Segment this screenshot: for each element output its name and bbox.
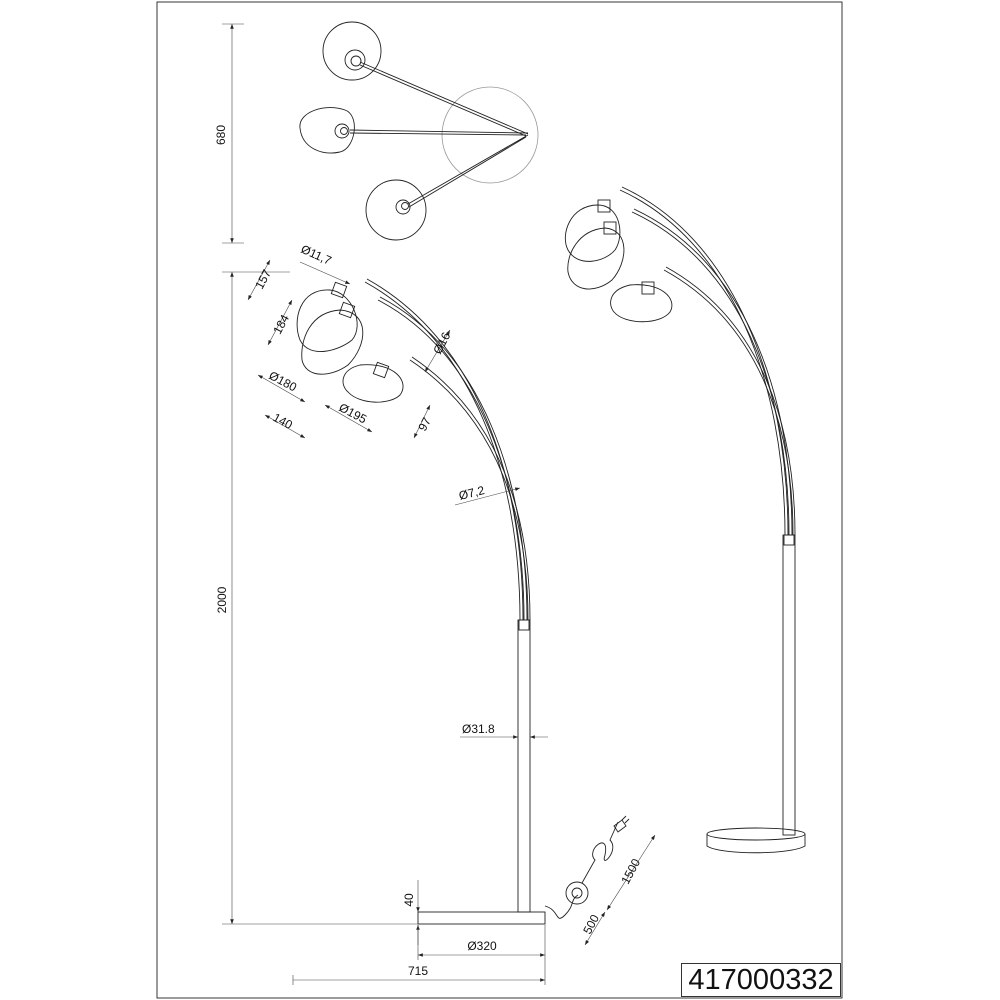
product-code: 417000332 [681,963,841,997]
sheet-frame [156,1,843,999]
foot-switch [565,881,589,905]
shade-1 [296,289,358,352]
shade-3 [342,364,404,403]
plug-icon [613,815,630,833]
dim-pole-diameter: Ø31.8 [462,722,495,736]
dim-shade-b-diameter: Ø180 [267,368,300,394]
dim-shade-a-height: 157 [252,267,274,292]
side-view-dimensioned: 2000 Ø11,7 157 184 Ø16 Ø180 140 Ø195 97 … [215,242,656,985]
shade-top-3 [365,179,427,241]
arm-1 [364,281,521,621]
dim-cable-plug: 1500 [618,856,643,886]
dim-total-width: 715 [408,964,428,978]
shade-2 [301,309,364,375]
shade-top-2 [299,107,355,154]
dim-shade-c-height: 97 [415,415,434,434]
dim-top-depth: 680 [214,125,228,145]
dim-base-diameter: Ø320 [467,939,497,953]
dim-total-height: 2000 [215,586,229,613]
dim-cable-switch: 500 [580,912,602,937]
arm-2 [377,299,525,621]
shade-top-1 [322,21,382,81]
base-outline-top [441,86,539,184]
dim-shade-a-diameter: 140 [271,410,296,432]
cable [544,894,579,919]
side-view-plain [564,186,806,854]
dim-shade-b-height: 184 [270,312,292,337]
dim-shade-c-diameter: Ø195 [337,400,370,426]
dim-base-height: 40 [402,893,416,907]
base [417,911,546,925]
arm-3 [409,359,529,621]
dim-arm-diameter: Ø7,2 [457,483,486,503]
top-view: 680 [214,21,539,244]
pole [517,619,531,913]
